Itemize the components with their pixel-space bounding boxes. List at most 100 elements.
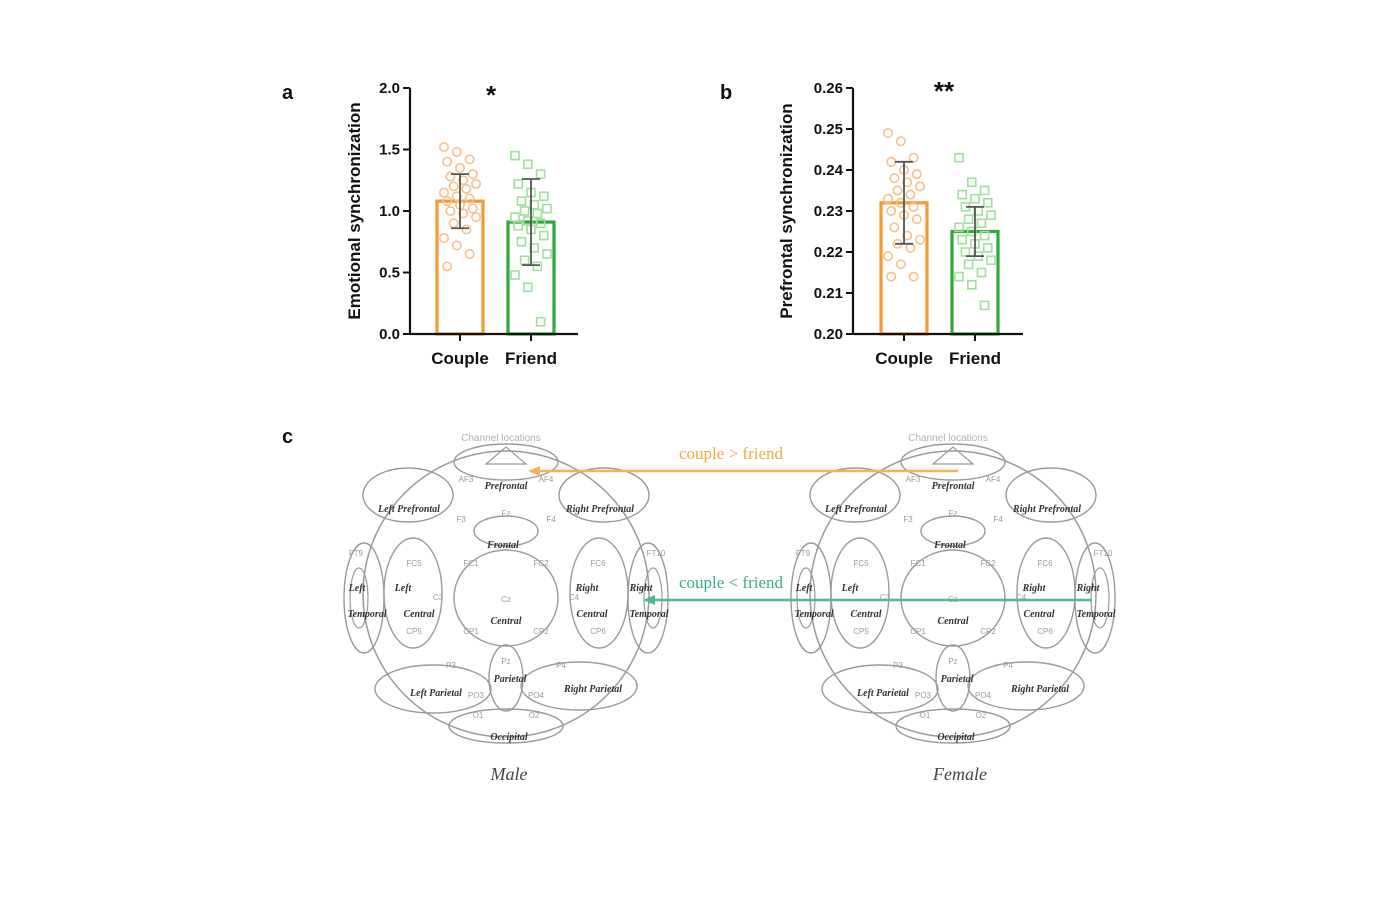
chart-a-point-couple [464,193,475,204]
female-region-frontal: Frontal [933,540,966,551]
chart-b-point-couple [902,177,913,188]
chart-b-point-couple [895,259,906,270]
channel-label: FT10 [647,549,666,558]
chart-b-point-friend [976,267,987,278]
chart-a-point-friend [535,218,546,229]
chart-b-point-friend [960,247,971,257]
channel-label: CP5 [406,627,422,636]
chart-a-point-couple [448,218,459,229]
chart-a-ytick-label: 2.0 [379,80,400,97]
channel-label: O2 [976,711,987,720]
female-region-right: Right [1022,583,1047,594]
chart-a-point-couple [467,203,478,214]
male-region-central: Central [490,616,521,627]
female-region-left-parietal: Left Parietal [856,688,909,699]
chart-b-point-couple [914,181,925,192]
chart-b-category-couple: Couple [875,349,933,368]
chart-b-point-couple [889,222,900,233]
channel-label: CP2 [980,627,996,636]
chart-b-point-couple [882,193,893,204]
chart-b-ytick-label: 0.25 [814,121,843,138]
chart-b-point-friend [966,279,977,290]
chart-a-category-friend: Friend [505,349,557,368]
chart-b-ylabel: Prefrontal synchronization [777,103,796,318]
chart-b-ytick-label: 0.23 [814,203,843,220]
chart-b-point-couple [908,152,919,163]
chart-b-significance: ** [934,76,955,106]
channel-label: O1 [473,711,484,720]
female-region-prefrontal: Prefrontal [932,481,975,492]
chart-a-point-couple [470,178,481,189]
chart-b-point-friend [957,234,968,245]
channel-label: FC5 [406,559,422,568]
chart-a-point-friend [516,236,527,247]
chart-b-point-couple [882,251,893,262]
female-region-central-right: Central [1023,609,1054,620]
chart-b-point-friend [954,152,964,163]
chart-a-point-friend [513,220,524,231]
channel-label: C4 [569,593,580,602]
chart-a-marks [435,142,556,336]
contrast-mid-label: couple < friend [679,573,783,592]
channel-label: Fz [502,509,511,518]
channel-label: P3 [446,661,456,670]
chart-a-category-couple: Couple [431,349,489,368]
chart-b-point-couple [902,230,913,241]
chart-b-point-friend [979,300,990,311]
channel-label: F4 [546,515,556,524]
male-region-right-temporal-top: Right [629,583,654,594]
female-region-right-prefrontal: Right Prefrontal [1012,504,1081,515]
channel-label: C3 [433,593,444,602]
chart-a-ytick-label: 1.0 [379,203,400,220]
contrast-top: couple > friend [528,444,958,476]
chart-a-point-couple [442,196,453,207]
channel-label: CP6 [590,627,606,636]
channel-label: Cz [501,595,511,604]
chart-b-point-couple [886,206,897,217]
chart-a-point-couple [454,162,465,173]
male-region-right-prefrontal: Right Prefrontal [565,504,634,515]
chart-b-point-friend [970,193,980,204]
male-region-occipital: Occipital [490,732,527,743]
channel-label: FC5 [853,559,869,568]
chart-a-point-couple [464,249,475,260]
channel-label: CP2 [533,627,549,636]
chart-a-point-couple [451,191,462,202]
male-region-central-left: Central [403,609,434,620]
chart-a-point-couple [464,154,475,165]
contrast-mid-arrowhead [643,595,655,605]
chart-a-point-friend [513,179,524,189]
brain-male: Channel locations Prefrontal Left Prefro… [343,433,669,744]
female-region-parietal: Parietal [941,674,974,685]
channel-label: F3 [903,515,913,524]
male-region-left: Left [394,583,413,594]
male-region-left-temporal-top: Left [348,583,367,594]
chart-a-point-couple [461,183,472,194]
female-region-right-parietal: Right Parietal [1010,684,1069,695]
chart-b-ticks: 0.200.210.220.230.240.250.26 [814,80,1023,343]
channel-label: FC6 [1037,559,1053,568]
male-region-right: Right [575,583,600,594]
channel-label: O2 [529,711,540,720]
chart-b-point-friend [986,210,996,220]
female-region-left: Left [841,583,860,594]
chart-a-ylabel: Emotional synchronization [345,102,364,319]
chart-a-point-couple [458,208,469,219]
channel-label: PO4 [975,691,992,700]
chart-b-point-friend [966,177,977,188]
chart-b-point-couple [895,197,906,208]
chart-a-point-couple [458,175,469,186]
channel-label: P4 [556,661,566,670]
chart-b-ytick-label: 0.20 [814,326,843,343]
chart-b-marks [879,128,1000,336]
channel-label: Pz [501,657,510,666]
chart-b-point-couple [908,271,919,282]
chart-b-ytick-label: 0.26 [814,80,843,97]
panel-letter-c: c [282,426,293,448]
channel-label: Pz [948,657,957,666]
chart-a-point-couple [461,224,472,235]
channel-label: PO3 [468,691,485,700]
female-region-central: Central [937,616,968,627]
